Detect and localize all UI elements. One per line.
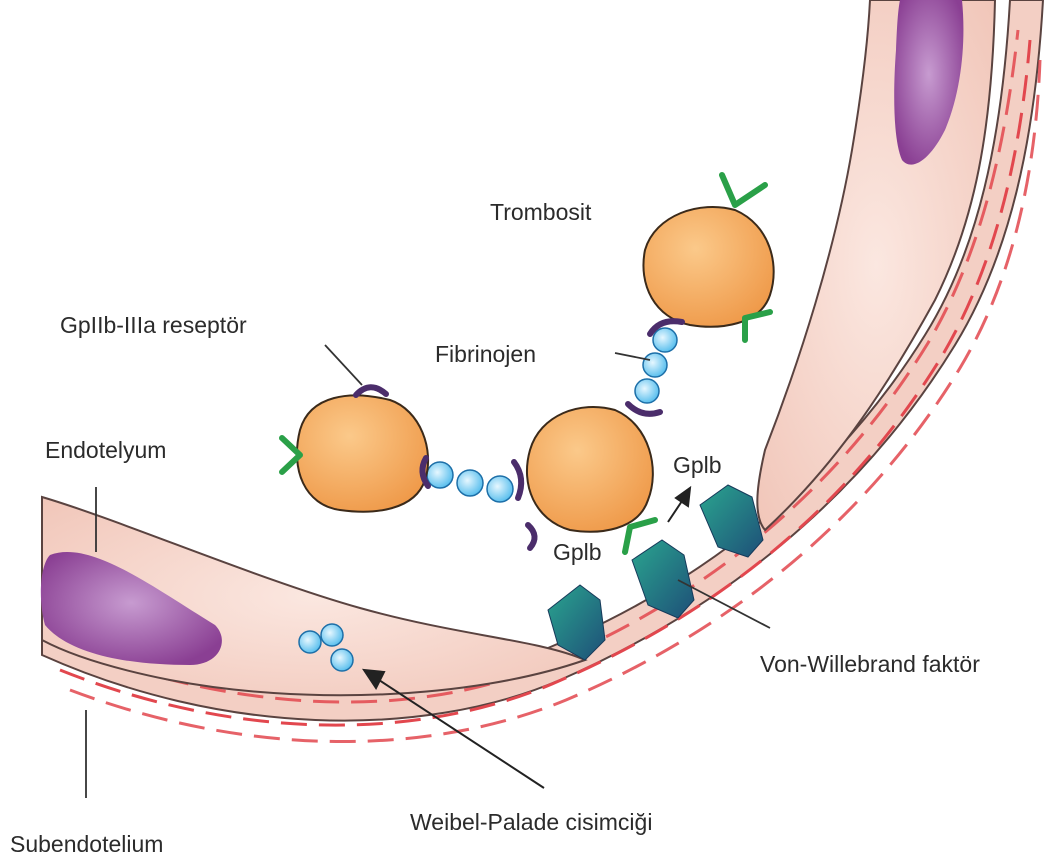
label-gplb-lower: Gplb bbox=[553, 539, 602, 565]
platelet-left bbox=[297, 395, 428, 511]
label-weibel-palade: Weibel-Palade cisimciği bbox=[410, 809, 652, 835]
fibrinogen-chain-diagonal bbox=[635, 328, 677, 403]
label-von-willebrand: Von-Willebrand faktör bbox=[760, 651, 980, 677]
fibrinogen-chain-horizontal bbox=[427, 462, 513, 502]
platelet-center bbox=[527, 407, 653, 532]
label-subendotelium: Subendotelium bbox=[10, 831, 163, 857]
platelet-top bbox=[643, 207, 773, 327]
label-fibrinojen: Fibrinojen bbox=[435, 341, 536, 367]
label-gplb-upper: Gplb bbox=[673, 452, 722, 478]
label-endotelyum: Endotelyum bbox=[45, 437, 166, 463]
label-gp2b3a-receptor: GpIIb-IIIa reseptör bbox=[60, 312, 247, 338]
label-trombosit: Trombosit bbox=[490, 199, 592, 225]
